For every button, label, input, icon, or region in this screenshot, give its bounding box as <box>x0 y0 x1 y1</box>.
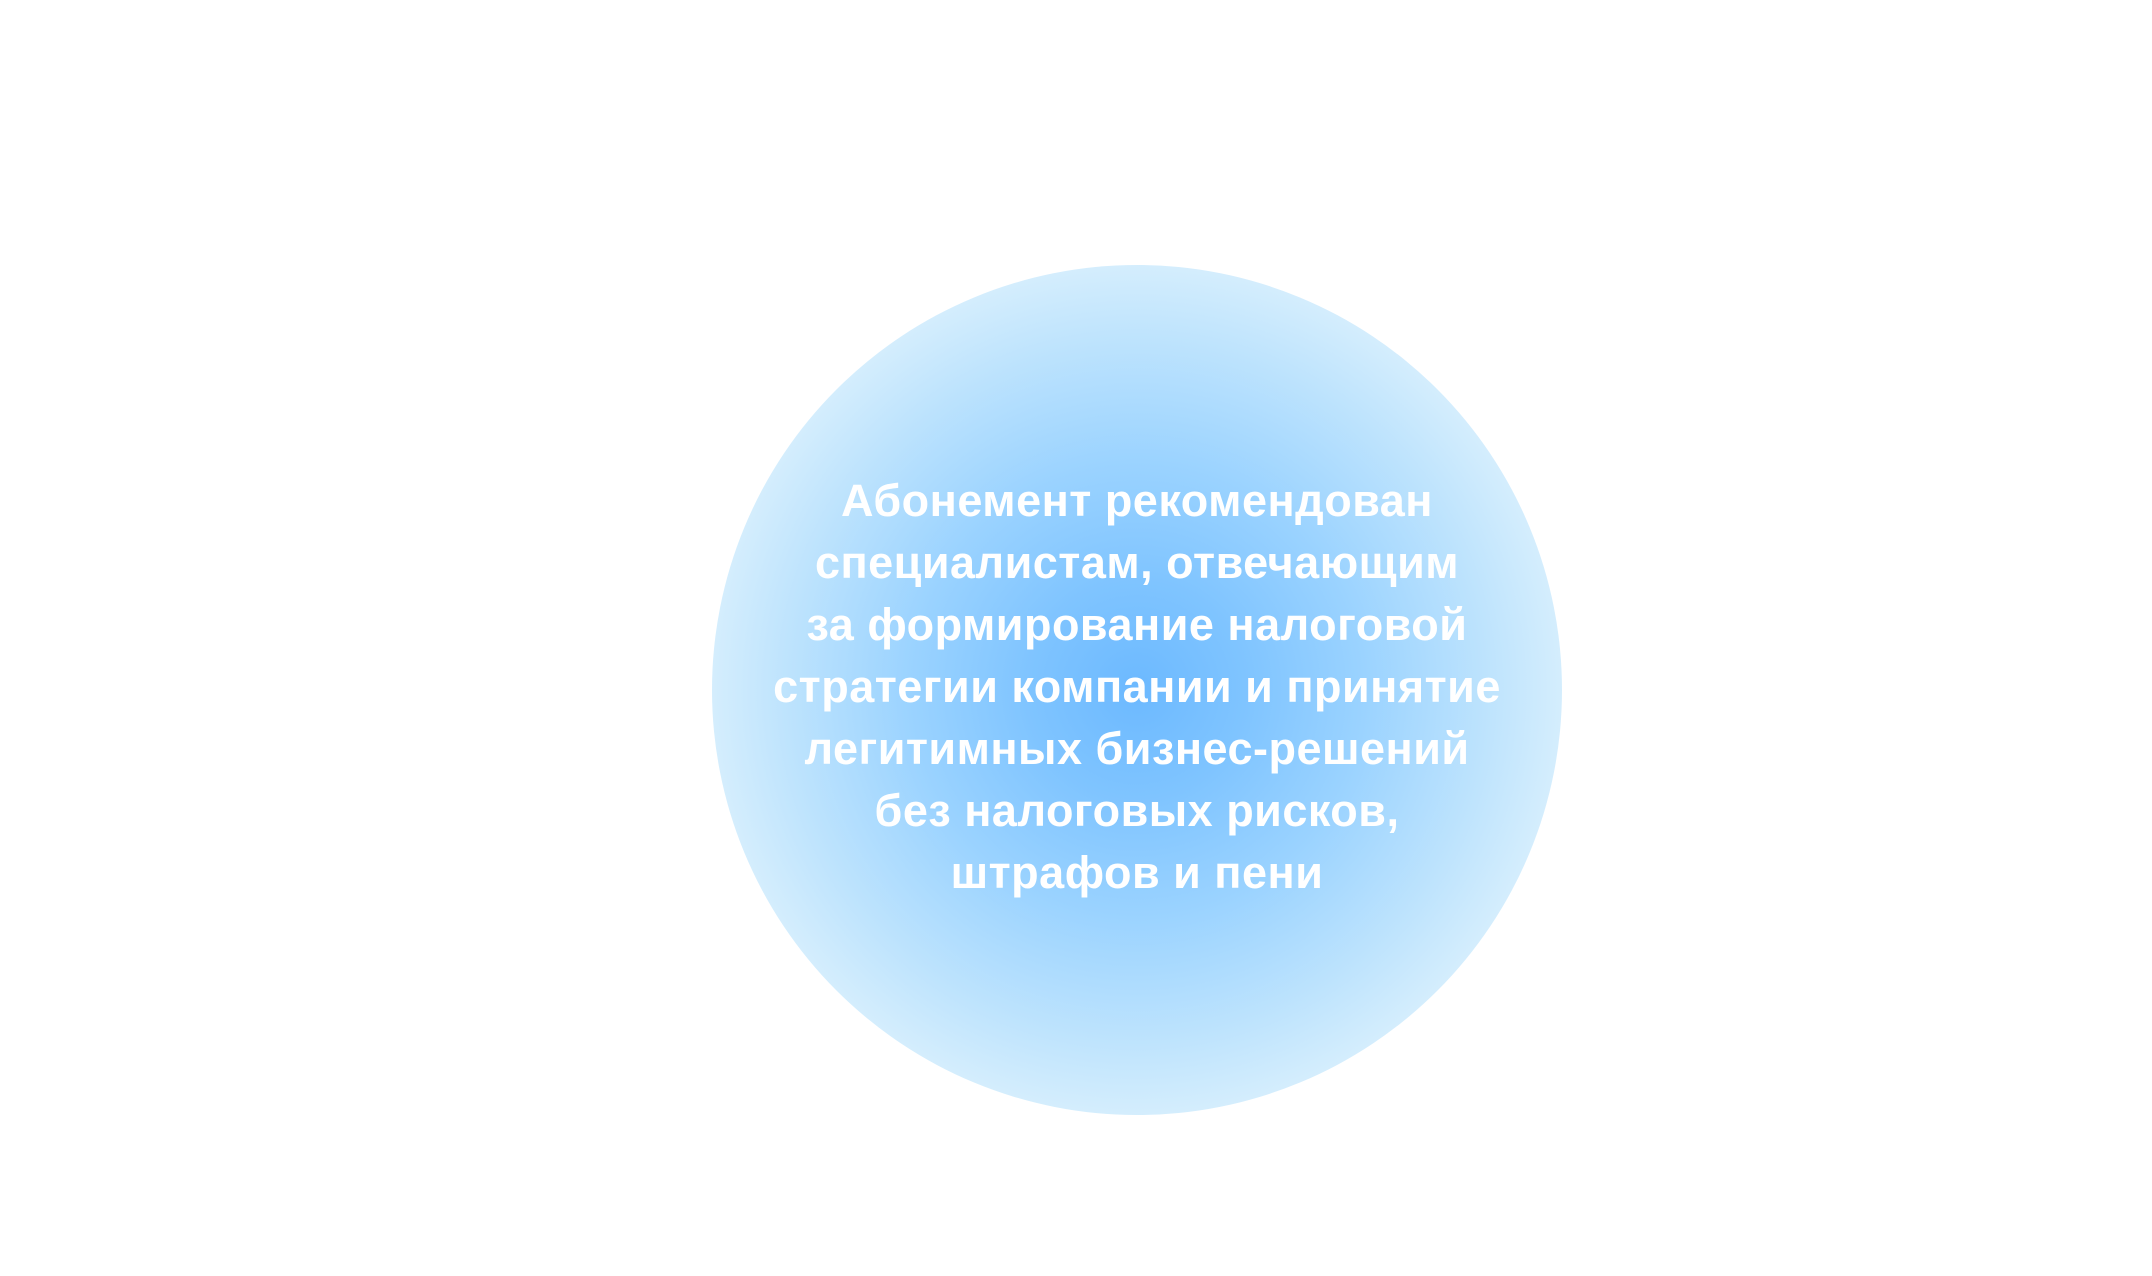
description-text: Абонемент рекомендован специалистам, отв… <box>612 470 1662 904</box>
text-line: штрафов и пени <box>950 847 1324 898</box>
text-line: Абонемент рекомендован <box>840 475 1433 526</box>
text-line: стратегии компании и принятие <box>773 661 1501 712</box>
text-line: без налоговых рисков, <box>874 785 1400 836</box>
gradient-circle <box>712 265 1562 1115</box>
text-line: легитимных бизнес-решений <box>804 723 1470 774</box>
text-line: специалистам, отвечающим <box>814 537 1460 588</box>
text-line: за формирование налоговой <box>806 599 1468 650</box>
